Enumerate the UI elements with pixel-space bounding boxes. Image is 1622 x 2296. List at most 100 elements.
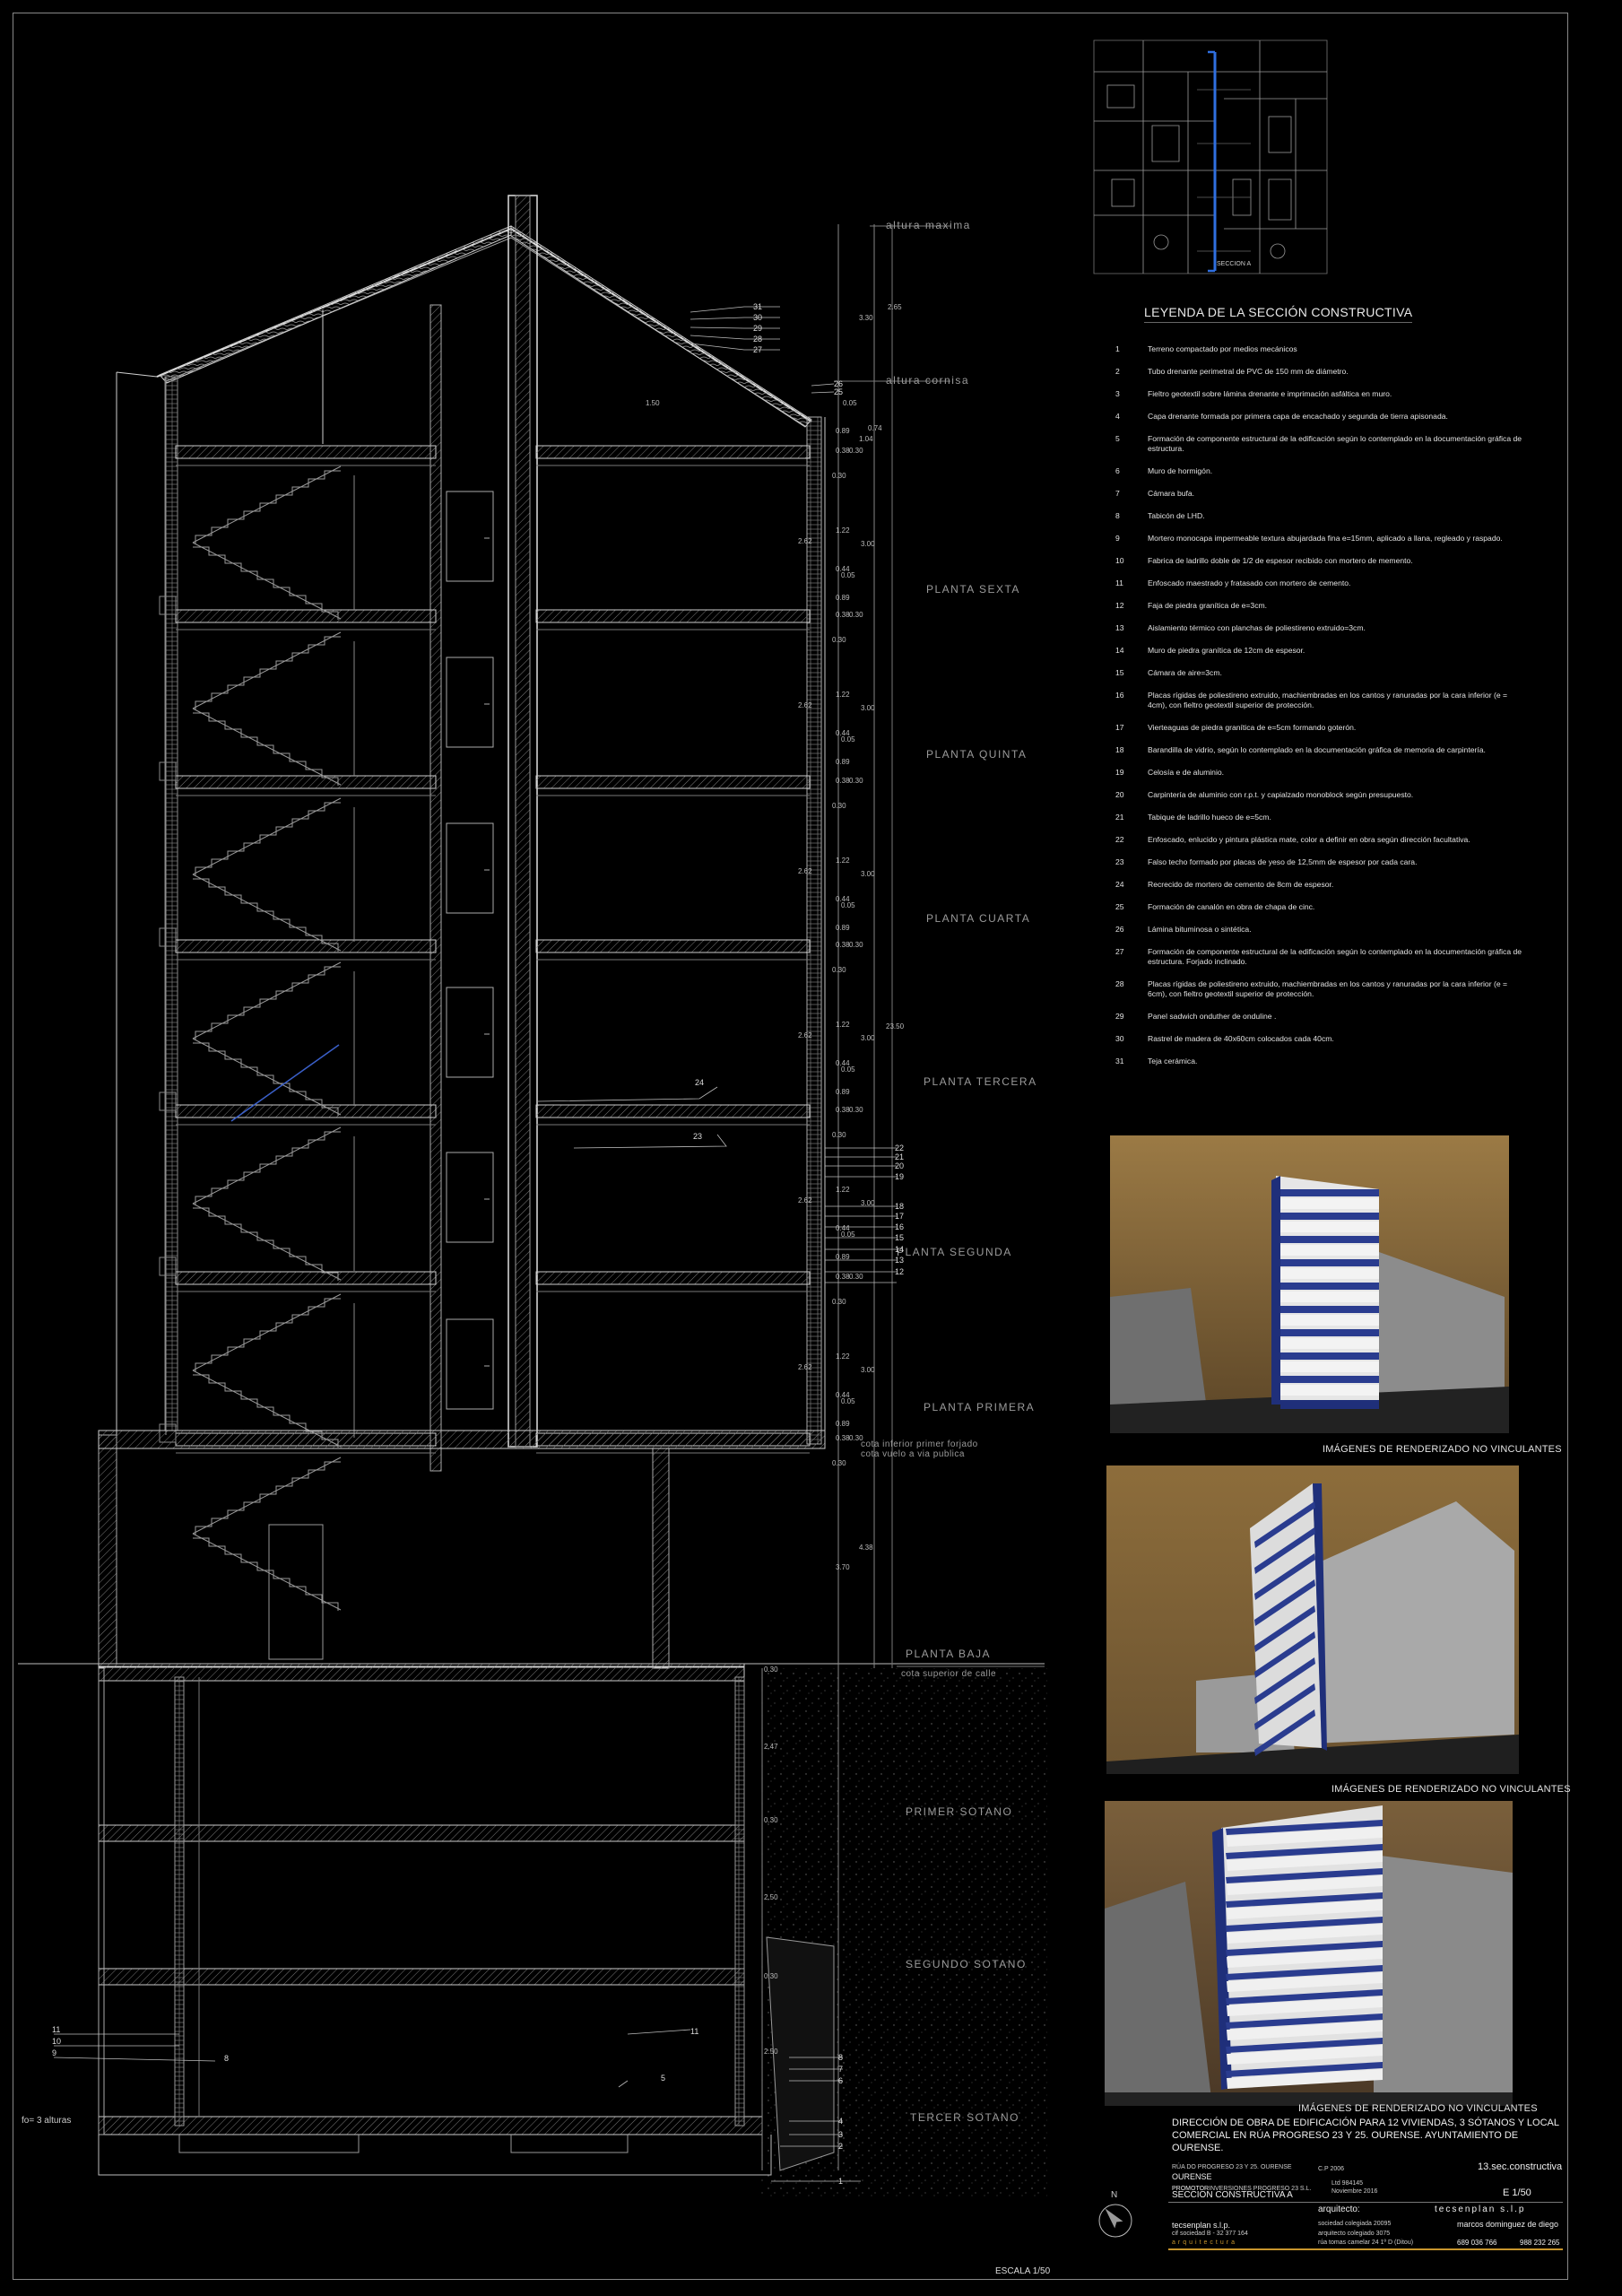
legend-item: 12 Faja de piedra granítica de e=3cm. [1112, 601, 1524, 611]
legend-item: 20 Carpintería de aluminio con r.p.t. y c… [1112, 790, 1524, 800]
callout-t12: 12 [895, 1267, 904, 1276]
legend-item-text: Formación de componente estructural de l… [1148, 947, 1522, 966]
floor-dim-floor_d: 0.89 [836, 758, 850, 766]
dim-ground: 4.38 [859, 1544, 873, 1552]
callout-t10: 10 [52, 2037, 61, 2046]
callout-t23: 23 [693, 1132, 702, 1141]
level-planta-baja: PLANTA BAJA [906, 1648, 991, 1660]
legend-item-text: Faja de piedra granítica de e=3cm. [1148, 601, 1268, 610]
legend-item-text: Formación de componente estructural de l… [1148, 434, 1522, 453]
floor-dim-slab: 0.30 [849, 1273, 863, 1281]
floor-dim-floor_clear: 2.62 [798, 867, 812, 875]
tb-code: C.P 2006 [1318, 2166, 1345, 2172]
floor-dim-slab: 0.30 [832, 1298, 846, 1306]
floor-dim-floor_h: 3.00 [861, 1034, 875, 1042]
callout-t18: 18 [895, 1202, 904, 1211]
legend-item: 2 Tubo drenante perimetral de PVC de 150 … [1112, 367, 1524, 377]
legend-item-text: Fabrica de ladrillo doble de 1/2 de espe… [1148, 556, 1413, 565]
dim-sot-slab: 0.30 [764, 1665, 778, 1674]
dim-sot3: 2.50 [764, 2048, 778, 2056]
legend-item-number: 23 [1115, 857, 1124, 866]
legend-item-text: Panel sadwich onduther de onduline . [1148, 1012, 1277, 1021]
callout-t25: 25 [834, 387, 843, 396]
floor-dim-floor_b: 0.44 [836, 895, 850, 903]
level-cota-calle: cota superior de calle [901, 1669, 996, 1679]
floor-dim-floor_d: 0.89 [836, 1253, 850, 1261]
floor-dim-floor_b: 0.44 [836, 1224, 850, 1232]
tb-firm: tecsenplan s.l.p. [1172, 2221, 1231, 2230]
legend-item-text: Mortero monocapa impermeable textura abu… [1148, 534, 1503, 543]
floor-dim-floor_c: 0.05 [841, 735, 855, 744]
floor-dim-floor_c: 0.05 [841, 1065, 855, 1074]
tb-site: RÚA DO PROGRESO 23 Y 25. OURENSE [1172, 2164, 1292, 2170]
legend-item: 1 Terreno compactado por medios mecánicos [1112, 344, 1524, 354]
floor-dim-slab: 0.30 [849, 611, 863, 619]
legend-item-text: Celosía e de aluminio. [1148, 768, 1225, 777]
dim-total: 23.50 [886, 1022, 905, 1031]
tb-firm-tag: arquitectura [1172, 2239, 1237, 2246]
legend-item-number: 12 [1115, 601, 1124, 610]
callout-t6: 6 [838, 2076, 843, 2085]
legend-item-number: 20 [1115, 790, 1124, 799]
level-planta-segunda: PLANTA SEGUNDA [897, 1246, 1012, 1258]
legend-item-number: 31 [1115, 1057, 1124, 1065]
floor-dim-floor_h: 3.00 [861, 704, 875, 712]
floor-dim-floor_clear: 2.62 [798, 537, 812, 545]
dim-sot1-slab: 0.30 [764, 1816, 778, 1824]
callout-t11: 11 [690, 2027, 698, 2036]
legend-item-number: 28 [1115, 979, 1124, 988]
floor-dim-floor_a: 1.22 [836, 1186, 850, 1194]
legend-item-number: 4 [1115, 412, 1120, 421]
tb-divider [1168, 2202, 1563, 2203]
legend-item-number: 2 [1115, 367, 1120, 376]
callout-t14: 14 [895, 1245, 904, 1254]
legend-item-text: Enfoscado, enlucido y pintura plástica m… [1148, 835, 1470, 844]
callout-t3: 3 [838, 2130, 843, 2139]
dim-sot1: 2.47 [764, 1743, 778, 1751]
callout-t2: 2 [838, 2142, 843, 2151]
level-planta-cuarta: PLANTA CUARTA [926, 912, 1030, 925]
callout-t4: 4 [838, 2117, 843, 2126]
section-title: SECCION CONSTRUCTIVA A [1172, 2190, 1293, 2200]
legend-item-number: 1 [1115, 344, 1120, 353]
dim-roof-c: 1.50 [646, 399, 660, 407]
callout-t17: 17 [895, 1212, 904, 1221]
dim-eave-d: 1.04 [859, 435, 873, 443]
tb-arquitecto-label: arquitecto: [1318, 2205, 1360, 2214]
legend-item-number: 6 [1115, 466, 1120, 475]
dim-eave-b: 0.74 [868, 424, 882, 432]
legend-item-number: 19 [1115, 768, 1124, 777]
floor-dim-floor_d: 0.89 [836, 1088, 850, 1096]
callout-t20: 20 [895, 1161, 904, 1170]
legend-item-text: Terreno compactado por medios mecánicos [1148, 344, 1297, 353]
legend-item-text: Tubo drenante perimetral de PVC de 150 m… [1148, 367, 1349, 376]
legend-item: 22 Enfoscado, enlucido y pintura plástica… [1112, 835, 1524, 845]
floor-dim-slab_b: 0.38 [836, 611, 850, 619]
level-primer-sotano: PRIMER SOTANO [906, 1805, 1012, 1818]
legend-item-text: Muro de piedra granítica de 12cm de espe… [1148, 646, 1305, 655]
tb-phone-2: 988 232 265 [1520, 2239, 1560, 2247]
legend-item: 19 Celosía e de aluminio. [1112, 768, 1524, 778]
legend-item-text: Carpintería de aluminio con r.p.t. y cap… [1148, 790, 1414, 799]
legend-item-number: 22 [1115, 835, 1124, 844]
scale-label: ESCALA 1/50 [995, 2266, 1051, 2276]
legend-item-number: 15 [1115, 668, 1124, 677]
legend-item-text: Vierteaguas de piedra granítica de e=5cm… [1148, 723, 1357, 732]
legend-item-text: Tabique de ladrillo hueco de e=5cm. [1148, 813, 1271, 822]
project-description: DIRECCIÓN DE OBRA DE EDIFICACIÓN PARA 12… [1172, 2118, 1559, 2153]
callout-t8: 8 [838, 2053, 843, 2062]
legend-item-text: Barandilla de vidrio, según lo contempla… [1148, 745, 1486, 754]
legend-item-text: Capa drenante formada por primera capa d… [1148, 412, 1448, 421]
legend-item-number: 14 [1115, 646, 1124, 655]
